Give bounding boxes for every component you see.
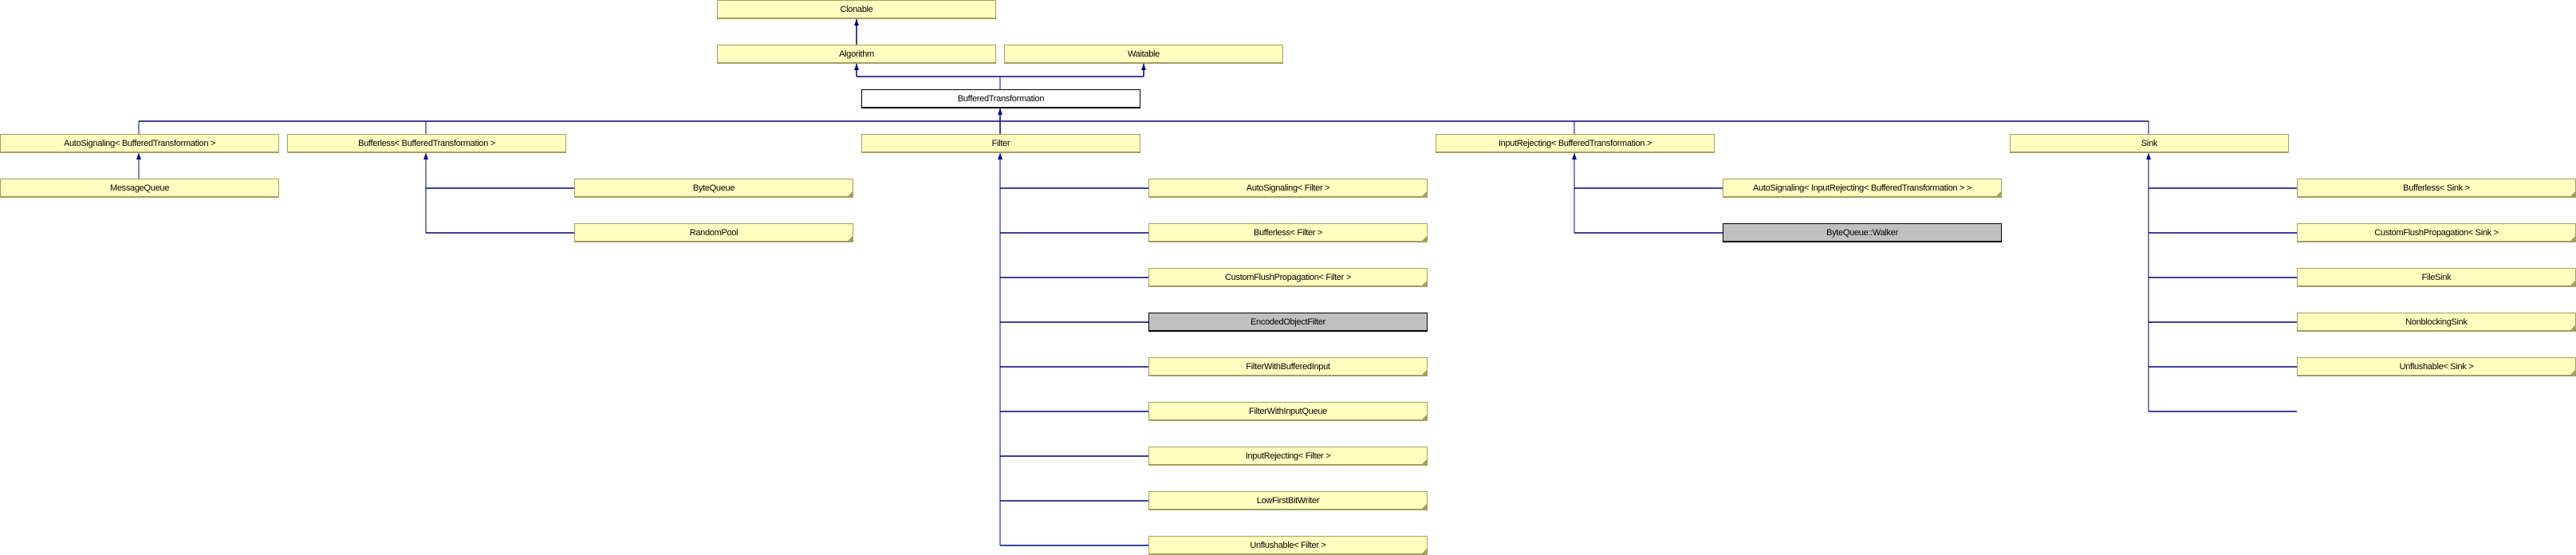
node-bufferless-bt[interactable]: Bufferless< BufferedTransformation > [287,134,566,153]
node-inputrejecting-bt[interactable]: InputRejecting< BufferedTransformation > [1436,134,1715,153]
node-waitable[interactable]: Waitable [1004,45,1283,64]
node-random-pool[interactable]: RandomPool [574,223,853,242]
node-sink-child[interactable]: Unflushable< Sink > [2297,357,2576,376]
node-sink-child[interactable]: CustomFlushPropagation< Sink > [2297,223,2576,242]
node-sink-child[interactable]: Bufferless< Sink > [2297,179,2576,198]
node-filter[interactable]: Filter [861,134,1140,153]
node-filter-child[interactable]: CustomFlushPropagation< Filter > [1148,268,1428,287]
node-message-queue[interactable]: MessageQueue [0,179,279,198]
node-filter-child[interactable]: LowFirstBitWriter [1148,491,1428,510]
node-byte-queue[interactable]: ByteQueue [574,179,853,198]
node-filter-child[interactable]: FilterWithBufferedInput [1148,357,1428,376]
node-filter-child[interactable]: Bufferless< Filter > [1148,223,1428,242]
node-buffered-transformation: BufferedTransformation [861,89,1140,108]
node-sink-child[interactable]: NonblockingSink [2297,313,2576,332]
node-filter-child[interactable]: AutoSignaling< Filter > [1148,179,1428,198]
node-inputrejecting-child[interactable]: AutoSignaling< InputRejecting< BufferedT… [1723,179,2002,198]
node-filter-child[interactable]: InputRejecting< Filter > [1148,447,1428,466]
node-filter-child[interactable]: FilterWithInputQueue [1148,402,1428,421]
node-sink-child[interactable]: FileSink [2297,268,2576,287]
node-filter-child[interactable]: Unflushable< Filter > [1148,536,1428,555]
node-filter-child: EncodedObjectFilter [1148,313,1428,332]
node-autosignaling-bt[interactable]: AutoSignaling< BufferedTransformation > [0,134,279,153]
node-inputrejecting-child: ByteQueue::Walker [1723,223,2002,242]
node-sink[interactable]: Sink [2010,134,2289,153]
node-algorithm[interactable]: Algorithm [717,45,996,64]
node-clonable[interactable]: Clonable [717,0,996,19]
